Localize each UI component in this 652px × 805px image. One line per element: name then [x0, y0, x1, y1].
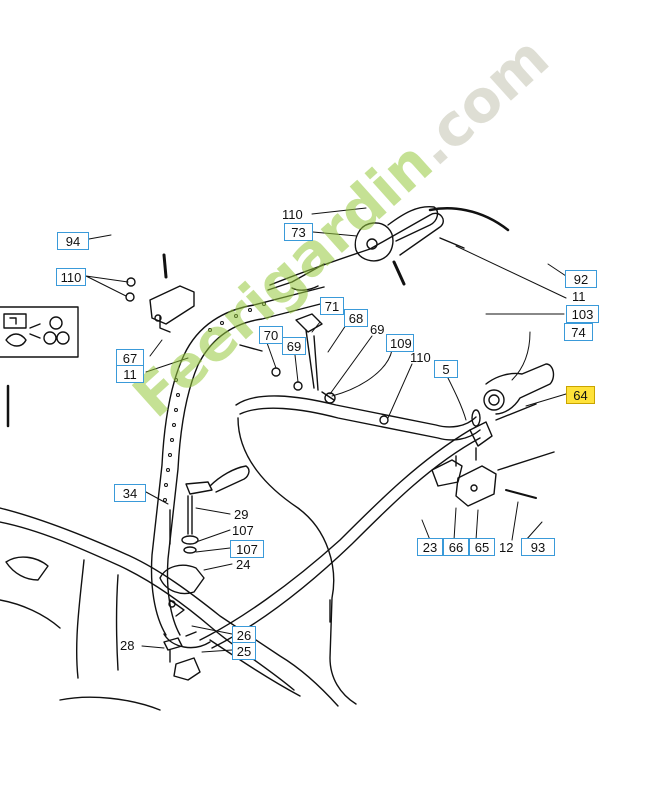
lower-fittings — [163, 631, 201, 681]
callout-12[interactable]: 12 — [499, 540, 514, 555]
callout-68[interactable]: 68 — [344, 309, 368, 327]
callout-107-box[interactable]: 107 — [230, 540, 264, 558]
callout-65[interactable]: 65 — [469, 538, 495, 556]
callout-107[interactable]: 107 — [232, 523, 254, 538]
callout-110-left[interactable]: 110 — [56, 268, 86, 286]
callout-11-right[interactable]: 11 — [572, 289, 586, 304]
callout-103[interactable]: 103 — [566, 305, 599, 323]
left-bracket — [125, 253, 195, 333]
callout-23[interactable]: 23 — [417, 538, 443, 556]
callout-26[interactable]: 26 — [232, 626, 256, 644]
callout-34[interactable]: 34 — [114, 484, 146, 502]
callout-110-top[interactable]: 110 — [282, 207, 303, 222]
callout-110-center[interactable]: 110 — [410, 350, 431, 365]
callout-71[interactable]: 71 — [320, 297, 344, 315]
right-lower-bracket — [431, 447, 555, 507]
callout-24[interactable]: 24 — [236, 557, 251, 572]
callout-11-left[interactable]: 11 — [116, 365, 144, 383]
callout-70[interactable]: 70 — [259, 326, 283, 344]
callout-64-highlighted[interactable]: 64 — [566, 386, 595, 404]
handlebar-frame — [150, 286, 481, 705]
callout-28[interactable]: 28 — [120, 638, 135, 653]
callout-109[interactable]: 109 — [386, 334, 414, 352]
engine-housing — [0, 507, 339, 711]
callout-29[interactable]: 29 — [234, 507, 249, 522]
right-grip — [469, 363, 555, 447]
callout-92[interactable]: 92 — [565, 270, 597, 288]
callout-69-left[interactable]: 69 — [282, 337, 306, 355]
center-linkage — [239, 313, 389, 425]
callout-66[interactable]: 66 — [443, 538, 469, 556]
symbol-box — [0, 306, 79, 358]
top-lever-assembly — [267, 206, 510, 291]
callout-5[interactable]: 5 — [434, 360, 458, 378]
callout-69-right[interactable]: 69 — [370, 322, 385, 337]
callout-25[interactable]: 25 — [232, 642, 256, 660]
engagement-lever — [159, 465, 250, 617]
callout-73[interactable]: 73 — [284, 223, 313, 241]
callout-74[interactable]: 74 — [564, 323, 593, 341]
leader-lines — [85, 207, 567, 653]
callout-93[interactable]: 93 — [521, 538, 555, 556]
callout-94[interactable]: 94 — [57, 232, 89, 250]
